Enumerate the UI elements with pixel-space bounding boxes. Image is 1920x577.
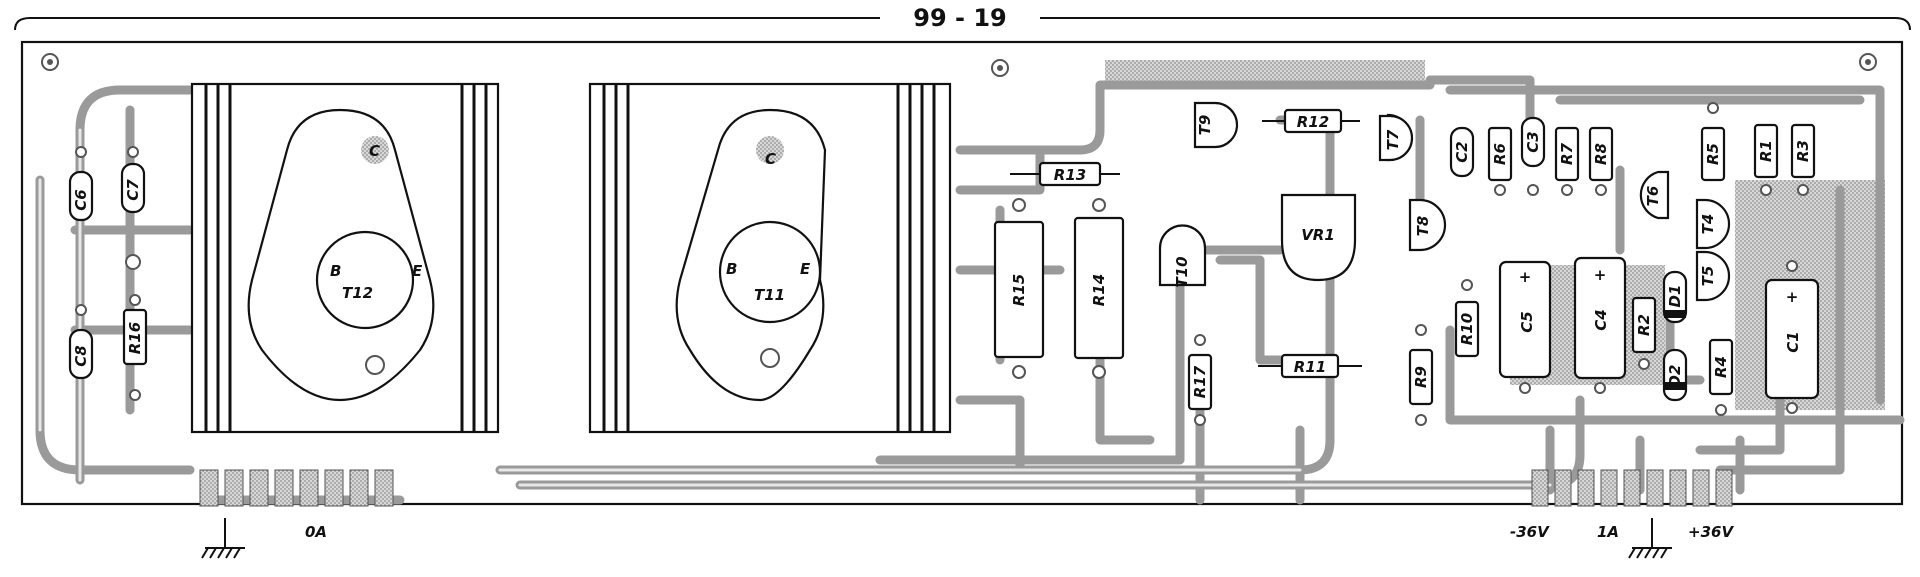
resistor-r6: R6 — [1487, 126, 1513, 182]
t11-label: T11 — [754, 286, 785, 304]
transistor-t7: T7 — [1378, 113, 1414, 162]
svg-text:R9: R9 — [1412, 366, 1430, 388]
label-plus-36v: +36V — [1688, 523, 1734, 541]
svg-text:R17: R17 — [1191, 365, 1209, 398]
resistor-r10: R10 — [1454, 300, 1480, 358]
transistor-t8: T8 — [1408, 198, 1447, 252]
capacitor-c2: C2 — [1449, 126, 1475, 178]
t12-pin-c: C — [369, 142, 380, 160]
svg-text:C3: C3 — [1524, 131, 1542, 152]
svg-text:R3: R3 — [1794, 140, 1812, 162]
svg-text:T8: T8 — [1414, 216, 1432, 237]
diode-d2: D2 — [1662, 348, 1688, 402]
resistor-r4: R4 — [1708, 338, 1734, 396]
transistor-t4: T4 — [1695, 198, 1731, 250]
capacitor-c1: + C1 — [1764, 278, 1820, 400]
t11-pin-c: C — [765, 150, 776, 168]
resistor-r15: R15 — [993, 220, 1045, 359]
svg-text:D2: D2 — [1666, 365, 1684, 388]
t11-pin-e: E — [800, 260, 811, 278]
svg-text:T10: T10 — [1173, 256, 1191, 287]
label-0a: 0A — [305, 523, 327, 541]
label-minus-36v: -36V — [1510, 523, 1550, 541]
svg-text:VR1: VR1 — [1301, 226, 1335, 244]
capacitor-c4: + C4 — [1573, 256, 1627, 380]
svg-text:R15: R15 — [1010, 274, 1028, 306]
transistor-t9: T9 — [1193, 101, 1239, 149]
resistor-r3: R3 — [1790, 123, 1816, 179]
t12-pin-b: B — [330, 262, 341, 280]
trimmer-vr1: VR1 — [1280, 193, 1357, 282]
transistor-t5: T5 — [1695, 250, 1731, 302]
svg-text:R16: R16 — [126, 322, 144, 354]
svg-text:C1: C1 — [1784, 331, 1802, 352]
resistor-r11: R11 — [1258, 353, 1362, 379]
svg-text:C4: C4 — [1592, 309, 1610, 330]
t11-pin-b: B — [726, 260, 737, 278]
svg-text:T6: T6 — [1644, 186, 1662, 207]
svg-text:D1: D1 — [1666, 285, 1684, 308]
ground-icon-right — [1628, 518, 1672, 559]
title-brace: 99 - 19 — [14, 4, 1911, 32]
resistor-r7: R7 — [1554, 126, 1580, 182]
resistor-r16: R16 — [122, 308, 148, 366]
svg-text:R13: R13 — [1054, 166, 1086, 184]
svg-text:R5: R5 — [1704, 143, 1722, 165]
capacitor-c8: C8 — [68, 328, 94, 380]
svg-text:R11: R11 — [1294, 358, 1326, 376]
terminal-pads-left — [199, 469, 394, 507]
svg-text:C6: C6 — [72, 189, 90, 210]
svg-text:R4: R4 — [1712, 356, 1730, 378]
diode-d1: D1 — [1662, 270, 1688, 324]
t12-pin-e: E — [412, 262, 423, 280]
resistor-r13: R13 — [1010, 161, 1120, 187]
capacitor-c3: C3 — [1520, 116, 1546, 168]
svg-text:T7: T7 — [1384, 129, 1402, 150]
svg-text:R2: R2 — [1635, 314, 1653, 336]
resistor-r14: R14 — [1073, 216, 1125, 360]
transistor-t6: T6 — [1639, 170, 1670, 220]
label-1a: 1A — [1597, 523, 1619, 541]
svg-text:R8: R8 — [1592, 143, 1610, 165]
svg-text:R6: R6 — [1491, 143, 1509, 165]
resistor-r8: R8 — [1588, 126, 1614, 182]
svg-text:+: + — [1519, 268, 1532, 286]
svg-text:R1: R1 — [1757, 140, 1775, 162]
svg-text:C2: C2 — [1453, 141, 1471, 162]
terminal-pads-right — [1531, 469, 1733, 507]
t12-label: T12 — [342, 284, 373, 302]
capacitor-c6: C6 — [68, 170, 94, 222]
lead-pads — [75, 102, 1809, 426]
resistor-r9: R9 — [1408, 348, 1434, 406]
svg-text:R12: R12 — [1297, 113, 1329, 131]
mounting-holes — [41, 53, 1877, 77]
svg-text:C8: C8 — [72, 345, 90, 366]
resistor-r2: R2 — [1631, 296, 1657, 354]
svg-text:T4: T4 — [1699, 214, 1717, 235]
resistor-r12: R12 — [1262, 108, 1360, 134]
resistor-r17: R17 — [1187, 353, 1213, 411]
board-title: 99 - 19 — [913, 4, 1006, 32]
svg-text:T5: T5 — [1699, 266, 1717, 287]
svg-text:+: + — [1594, 266, 1607, 284]
svg-text:R10: R10 — [1458, 313, 1476, 345]
svg-text:C7: C7 — [124, 179, 142, 201]
resistor-r5: R5 — [1700, 126, 1726, 182]
resistor-r1: R1 — [1753, 123, 1779, 179]
svg-text:T9: T9 — [1196, 115, 1214, 136]
transistor-t12: C B E T12 — [247, 108, 435, 402]
svg-text:R14: R14 — [1090, 274, 1108, 306]
capacitor-c5: + C5 — [1498, 260, 1552, 379]
transistor-t11: C B E T11 — [675, 108, 827, 402]
capacitor-c7: C7 — [120, 162, 146, 214]
svg-text:R7: R7 — [1558, 142, 1576, 165]
svg-text:+: + — [1786, 288, 1799, 306]
ground-icon-left — [201, 518, 245, 559]
svg-text:C5: C5 — [1518, 311, 1536, 332]
transistor-t10: T10 — [1158, 224, 1207, 288]
